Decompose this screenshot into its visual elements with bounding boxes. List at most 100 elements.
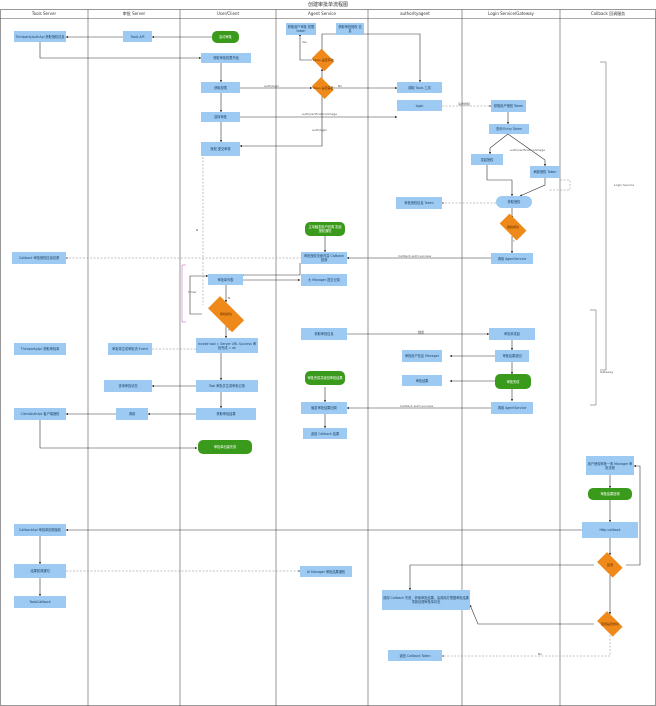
flow-node: Invoke tool = Server URL Success 审批完成 = … xyxy=(196,338,258,353)
lane-header-tools-server: Tools Server xyxy=(31,11,57,16)
flow-node: 查询审批状态 xyxy=(104,380,152,392)
bracket xyxy=(181,264,186,323)
edge-label: N xyxy=(228,296,231,300)
flow-pill: 获取授权 xyxy=(496,196,532,208)
flow-node: ClientAuthApi 客户端授权 xyxy=(14,408,66,420)
decision-node: Token 是否需要 xyxy=(310,77,336,99)
decision-node: 回调 xyxy=(594,552,626,578)
flow-node: ThirdpartyApi 获取审批单 xyxy=(14,343,66,355)
flow-node: 发起授权 xyxy=(471,154,503,165)
flow-node: 查询 Entry Token xyxy=(489,124,529,134)
flow-node: 审批授权页面内容 Callback 回调 xyxy=(301,252,347,264)
flow-node: 返回 Callback 结果 xyxy=(303,428,347,439)
flow-node: 调用 Callback 失败，获取审批结果，由调用方根据审批结果重新处理审批单状… xyxy=(382,590,470,610)
flow-node: Tools API xyxy=(123,31,152,42)
edge xyxy=(626,464,641,566)
flow-node: 获取审批结果 xyxy=(196,408,256,420)
edge-label: 请求授权 xyxy=(458,102,471,106)
edge-label: No xyxy=(538,652,543,656)
flow-node: 获取审批授权 信息 xyxy=(336,23,364,35)
flow-node: 调用 xyxy=(116,408,148,420)
decision-node: 回调是否成功 xyxy=(594,611,626,637)
flow-node: 调取 Tools 工具 xyxy=(397,82,442,93)
flow-node: 调用 AgentService xyxy=(491,253,533,264)
edge xyxy=(519,177,546,197)
edge xyxy=(488,133,509,155)
dashed-edge xyxy=(441,635,611,657)
edge xyxy=(486,165,514,197)
edge-label: Yes xyxy=(302,40,307,44)
flow-node: 获取用户授权 Token xyxy=(491,100,526,112)
edge xyxy=(242,263,301,276)
flow-node: 获取权限 xyxy=(201,82,240,93)
flow-node: 审批结果返回 xyxy=(495,350,529,362)
edge xyxy=(362,33,422,83)
edge-label: Gateway xyxy=(600,370,614,374)
edge xyxy=(39,42,202,60)
flow-pill: 主动触发用户回调 发起授权通知 xyxy=(305,222,345,236)
edge-label: Callback auth success xyxy=(400,404,434,408)
flow-node: 刷新授权 Token xyxy=(530,166,560,178)
edge-label: 触发 xyxy=(418,330,425,334)
lane-header-approval-server: 审批 Server xyxy=(122,11,146,16)
dashed-edge xyxy=(548,179,571,191)
lane-header-authority-agent: authorityagent xyxy=(400,11,430,16)
edge xyxy=(189,274,209,315)
flow-node: Http callback xyxy=(582,522,638,538)
edge xyxy=(469,604,594,625)
flow-node: login xyxy=(397,100,442,111)
bracket xyxy=(590,309,597,406)
flow-node: 选择审批 xyxy=(201,112,240,122)
edge-label: No xyxy=(338,84,343,88)
decision-node: 审批成功 xyxy=(202,296,250,332)
flow-node: Tool 审批并生成审批记录 xyxy=(196,380,258,392)
end-node: 审批单创建完成 xyxy=(198,440,252,454)
flow-node: Ai Manager 审批结果通知 xyxy=(300,566,352,577)
decision-node: 授权成功 xyxy=(496,213,530,241)
flow-node: 审批单发起 xyxy=(489,328,535,340)
edge-label: auth/login xyxy=(312,128,328,132)
decision-node: Token 是否有效 xyxy=(310,48,336,72)
flow-node: 调用 AgentService xyxy=(491,402,533,414)
flow-node: CallbackApi 审批单回调接收 xyxy=(14,524,66,536)
flow-node: ThirdpartyAuthApi 获取授权信息 xyxy=(14,31,66,42)
edge-label: Login Service xyxy=(614,183,635,187)
flow-node: 审批授权信息 Token xyxy=(396,197,442,209)
lane-header-callback-service: Callback 回调服务 xyxy=(590,11,626,16)
edge xyxy=(39,420,198,450)
edge-label: auth/login xyxy=(264,84,280,88)
lane-header-agent-service: Agent Service xyxy=(308,11,336,16)
edge-label: N xyxy=(196,228,199,232)
edge xyxy=(239,96,323,148)
lane-header-user-client: User/Client xyxy=(216,11,240,16)
flow-node: 获取审批信息 xyxy=(301,328,347,340)
edge-label: Callback auth success xyxy=(398,254,432,258)
flow-pill: 审批完成并返回审批结果 xyxy=(305,371,345,385)
edge-label: auth/verification/image xyxy=(302,112,337,116)
edge-label: auth/verification/image xyxy=(510,148,545,152)
start-node: 启动审批 xyxy=(212,31,239,43)
edge-label: Y xyxy=(228,328,230,332)
flow-node: 授权 提交审核 xyxy=(201,142,240,156)
flow-pill: 审批结果回调 xyxy=(588,488,632,500)
flow-node: 审批单生成审批流 Event xyxy=(108,343,152,355)
flow-node: 返回 Callback Token xyxy=(388,650,442,661)
edge xyxy=(298,33,312,61)
edge xyxy=(507,133,547,167)
flow-node: Callback 审批授权信息回调 xyxy=(12,252,66,264)
edge-label: Timer xyxy=(188,290,197,294)
flow-node: ToolsCallback xyxy=(14,596,66,608)
flow-node: 获取用户审批 权限 token xyxy=(286,23,316,35)
flow-node: 触发审批结果回调 xyxy=(301,402,347,414)
edge-label: Y xyxy=(513,239,515,243)
flow-node: 审批单列表 xyxy=(208,274,243,285)
flow-pill: 审批完成 xyxy=(495,374,531,389)
flow-node: 用户授权审批一条 Manager 审批流程 xyxy=(586,456,634,475)
bracket xyxy=(600,61,607,371)
flow-node: 审批结果 xyxy=(402,375,442,386)
flow-node: 审批用户信息 Manager xyxy=(402,350,442,362)
flow-node: 获取审批权限开始 xyxy=(201,53,251,63)
lane-header-login-gateway: Login Service/Gateway xyxy=(488,11,534,16)
flow-node: 结果回调通知 xyxy=(14,564,66,578)
